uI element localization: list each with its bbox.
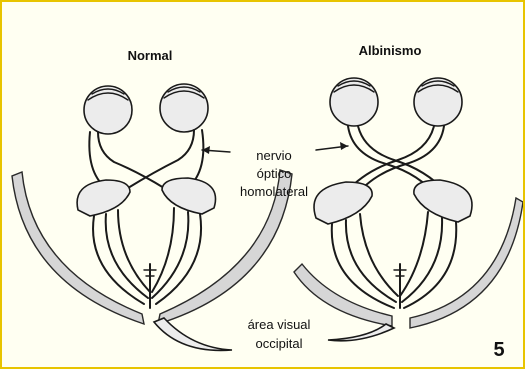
- optic-nerve-label-line3: homolateral: [240, 184, 308, 199]
- visual-area-label-line2: occipital: [256, 336, 303, 351]
- normal-left-geniculate: [77, 180, 130, 216]
- normal-pathway: Normal: [12, 48, 292, 350]
- normal-left-radiation-inner: [118, 210, 150, 292]
- normal-right-eye: [160, 84, 208, 132]
- albinism-title: Albinismo: [359, 43, 422, 58]
- normal-visual-area-pointer: [154, 318, 232, 350]
- albinism-left-radiation-inner: [360, 214, 398, 296]
- albinism-right-radiation-outer: [404, 222, 456, 308]
- visual-area-label-line1: área visual: [248, 317, 311, 332]
- optic-nerve-label-line1: nervio: [256, 148, 291, 163]
- albinism-right-geniculate: [414, 180, 472, 222]
- normal-right-radiation-mid: [152, 212, 188, 298]
- albinism-right-radiation-mid: [402, 218, 442, 302]
- normal-left-eye: [84, 86, 132, 134]
- albinism-right-radiation-inner: [400, 212, 428, 296]
- normal-right-radiation-inner: [152, 208, 174, 292]
- optic-nerve-label-line2: óptico: [257, 166, 292, 181]
- albinism-left-radiation-mid: [346, 220, 396, 302]
- optic-nerve-right-arrowhead: [340, 142, 348, 150]
- normal-title: Normal: [128, 48, 173, 63]
- albinism-right-eye: [414, 78, 462, 126]
- figure-number: 5: [493, 339, 504, 361]
- albinism-visual-area-pointer: [328, 324, 394, 341]
- visual-area-label: área visual occipital: [248, 317, 311, 351]
- normal-right-radiation-outer: [156, 214, 201, 304]
- albinism-left-eye: [330, 78, 378, 126]
- albinism-pathway: Albinismo: [294, 43, 523, 341]
- normal-right-geniculate: [162, 178, 216, 214]
- albinism-left-geniculate: [314, 182, 372, 224]
